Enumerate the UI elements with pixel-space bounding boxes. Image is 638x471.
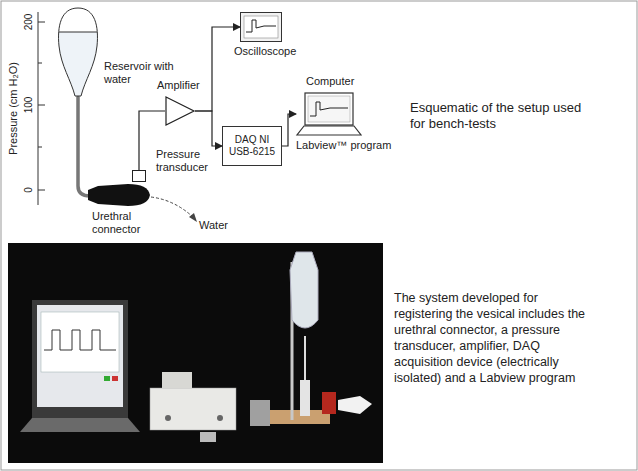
node-label: Oscilloscope	[234, 45, 296, 58]
oscilloscope-box-outline	[240, 12, 282, 42]
pressure-axis	[38, 12, 45, 205]
amplifier-symbol: Amplifier	[165, 96, 195, 126]
amplifier-symbol-outline	[165, 96, 195, 126]
axis-tick-label: 0	[23, 187, 35, 193]
description-text: The system developed for registering the…	[394, 290, 599, 386]
caption-text: Esquematic of the setup used for bench-t…	[410, 100, 582, 132]
water-reservoir-outline	[55, 6, 101, 98]
outflow-label: Water	[199, 219, 228, 232]
node-label: Pressure transducer	[156, 148, 226, 174]
computer-icon: ComputerLabview™ program	[296, 92, 362, 136]
signal-wire	[195, 111, 222, 146]
daq-box: DAQ NI USB-6215	[222, 126, 282, 166]
water-outflow	[151, 197, 197, 222]
node-sublabel: Labview™ program	[296, 139, 391, 152]
setup-photo	[8, 243, 383, 463]
urethral-connector-outline	[88, 182, 150, 208]
fluid-tube	[78, 97, 90, 196]
node-label: DAQ NI USB-6215	[226, 134, 278, 158]
axis-tick-label: 100	[23, 97, 35, 114]
node-label: Urethral connector	[92, 210, 152, 236]
node-label: Amplifier	[157, 79, 200, 92]
signal-wire	[195, 27, 240, 111]
axis-title: Pressure (cm H₂O)	[6, 62, 19, 155]
signal-wire	[282, 114, 296, 146]
oscilloscope-box: Oscilloscope	[240, 12, 282, 42]
pressure-transducer: Pressure transducer	[132, 170, 146, 182]
pressure-transducer-outline	[132, 170, 146, 182]
water-reservoir: Reservoir with water	[55, 6, 101, 98]
node-label: Computer	[306, 75, 354, 88]
urethral-connector: Urethral connector	[88, 182, 150, 208]
axis-tick-label: 200	[23, 14, 35, 31]
computer-icon-outline	[296, 92, 362, 136]
